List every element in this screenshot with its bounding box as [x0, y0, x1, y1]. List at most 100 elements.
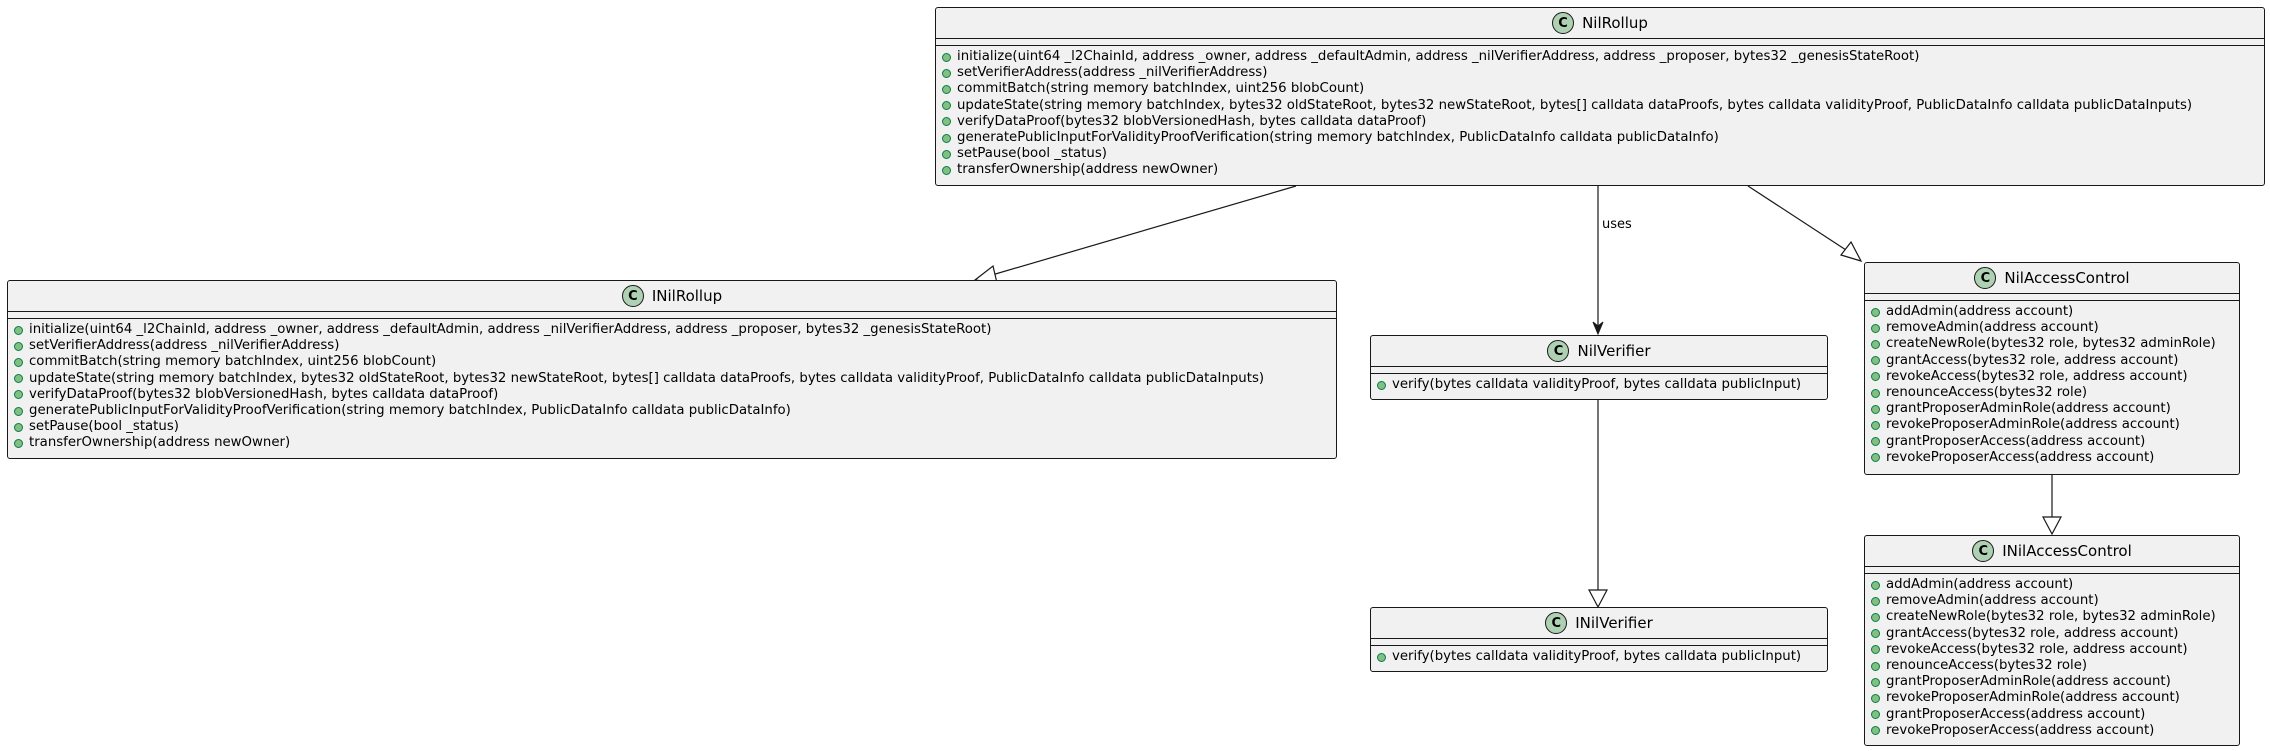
method: commitBatch(string memory batchIndex, ui… — [14, 354, 1330, 370]
public-icon — [1871, 356, 1880, 366]
public-icon — [1871, 372, 1880, 382]
class-name: INilVerifier — [1575, 614, 1653, 632]
fields-compartment — [8, 311, 1336, 318]
methods-compartment: verify(bytes calldata validityProof, byt… — [1371, 373, 1827, 397]
public-icon — [1871, 421, 1880, 431]
class-nilverifier[interactable]: C NilVerifier verify(bytes calldata vali… — [1370, 335, 1828, 400]
public-icon — [1871, 613, 1880, 622]
public-icon — [1871, 629, 1880, 639]
class-c-icon: C — [1552, 12, 1575, 34]
class-header: C INilAccessControl — [1865, 536, 2239, 566]
method: revokeAccess(bytes32 role, address accou… — [1871, 369, 2233, 385]
public-icon — [942, 101, 951, 111]
public-icon — [942, 68, 951, 78]
public-icon — [14, 390, 23, 400]
class-nilaccesscontrol[interactable]: C NilAccessControl addAdmin(address acco… — [1864, 262, 2240, 475]
class-header: C INilRollup — [8, 281, 1336, 311]
method: setVerifierAddress(address _nilVerifierA… — [14, 338, 1330, 354]
public-icon — [1871, 580, 1880, 590]
class-name: NilAccessControl — [2004, 269, 2130, 287]
method: verifyDataProof(bytes32 blobVersionedHas… — [14, 387, 1330, 403]
public-icon — [14, 406, 23, 416]
method: revokeProposerAccess(address account) — [1871, 450, 2233, 466]
method: setVerifierAddress(address _nilVerifierA… — [942, 65, 2258, 81]
inherit-arrowhead — [2042, 516, 2062, 536]
method: verifyDataProof(bytes32 blobVersionedHas… — [942, 114, 2258, 130]
class-inilrollup[interactable]: C INilRollup initialize(uint64 _l2ChainI… — [7, 280, 1337, 459]
method: transferOwnership(address newOwner) — [14, 435, 1330, 451]
public-icon — [942, 133, 951, 143]
fields-compartment — [1865, 566, 2239, 573]
method: grantProposerAdminRole(address account) — [1871, 674, 2233, 690]
class-inilverifier[interactable]: C INilVerifier verify(bytes calldata val… — [1370, 607, 1828, 672]
fields-compartment — [1865, 293, 2239, 300]
methods-compartment: verify(bytes calldata validityProof, byt… — [1371, 645, 1827, 669]
method: transferOwnership(address newOwner) — [942, 162, 2258, 178]
class-c-icon: C — [621, 285, 644, 307]
method: addAdmin(address account) — [1871, 304, 2233, 320]
public-icon — [1377, 380, 1386, 390]
class-c-icon: C — [1545, 612, 1568, 634]
public-icon — [1871, 596, 1880, 606]
method: commitBatch(string memory batchIndex, ui… — [942, 81, 2258, 97]
method: renounceAccess(bytes32 role) — [1871, 385, 2233, 401]
public-icon — [14, 422, 23, 432]
public-icon — [1871, 645, 1880, 655]
class-nilrollup[interactable]: C NilRollup initialize(uint64 _l2ChainId… — [935, 7, 2265, 186]
public-icon — [1871, 323, 1880, 333]
method: removeAdmin(address account) — [1871, 593, 2233, 609]
public-icon — [14, 374, 23, 384]
edge-nilrollup-nilaccesscontrol — [1747, 185, 1847, 251]
method: initialize(uint64 _l2ChainId, address _o… — [14, 322, 1330, 338]
public-icon — [942, 166, 951, 176]
method: grantAccess(bytes32 role, address accoun… — [1871, 626, 2233, 642]
public-icon — [1871, 404, 1880, 414]
method: updateState(string memory batchIndex, by… — [942, 98, 2258, 114]
methods-compartment: initialize(uint64 _l2ChainId, address _o… — [8, 318, 1336, 456]
class-c-icon: C — [1547, 340, 1570, 362]
public-icon — [14, 439, 23, 449]
class-c-icon: C — [1974, 267, 1997, 289]
fields-compartment — [1371, 366, 1827, 373]
method: generatePublicInputForValidityProofVerif… — [14, 403, 1330, 419]
method: initialize(uint64 _l2ChainId, address _o… — [942, 49, 2258, 65]
fields-compartment — [936, 38, 2264, 45]
public-icon — [14, 325, 23, 335]
method: revokeProposerAdminRole(address account) — [1871, 690, 2233, 706]
class-header: C INilVerifier — [1371, 608, 1827, 638]
method: createNewRole(bytes32 role, bytes32 admi… — [1871, 336, 2233, 352]
class-name: NilRollup — [1582, 14, 1648, 32]
public-icon — [1871, 677, 1880, 687]
public-icon — [942, 85, 951, 94]
public-icon — [942, 52, 951, 62]
methods-compartment: initialize(uint64 _l2ChainId, address _o… — [936, 45, 2264, 183]
method: revokeProposerAccess(address account) — [1871, 723, 2233, 739]
public-icon — [1871, 726, 1880, 736]
method: grantProposerAdminRole(address account) — [1871, 401, 2233, 417]
uses-label: uses — [1602, 217, 1632, 232]
uses-arrowhead — [1592, 321, 1604, 336]
edge-nilrollup-inilrollup — [991, 185, 1297, 276]
public-icon — [1871, 710, 1880, 720]
inherit-arrowhead — [1588, 589, 1608, 609]
class-header: C NilRollup — [936, 8, 2264, 38]
methods-compartment: addAdmin(address account) removeAdmin(ad… — [1865, 300, 2239, 470]
class-header: C NilAccessControl — [1865, 263, 2239, 293]
public-icon — [14, 341, 23, 351]
class-inilaccesscontrol[interactable]: C INilAccessControl addAdmin(address acc… — [1864, 535, 2240, 746]
public-icon — [14, 358, 23, 367]
class-name: INilAccessControl — [2002, 542, 2132, 560]
public-icon — [1871, 694, 1880, 704]
method: verify(bytes calldata validityProof, byt… — [1377, 649, 1821, 665]
method: createNewRole(bytes32 role, bytes32 admi… — [1871, 609, 2233, 625]
public-icon — [1871, 453, 1880, 463]
method: setPause(bool _status) — [14, 419, 1330, 435]
method: removeAdmin(address account) — [1871, 320, 2233, 336]
method: grantProposerAccess(address account) — [1871, 434, 2233, 450]
method: verify(bytes calldata validityProof, byt… — [1377, 377, 1821, 393]
inherit-arrowhead — [1839, 240, 1863, 262]
method: renounceAccess(bytes32 role) — [1871, 658, 2233, 674]
public-icon — [942, 117, 951, 127]
method: updateState(string memory batchIndex, by… — [14, 371, 1330, 387]
class-header: C NilVerifier — [1371, 336, 1827, 366]
